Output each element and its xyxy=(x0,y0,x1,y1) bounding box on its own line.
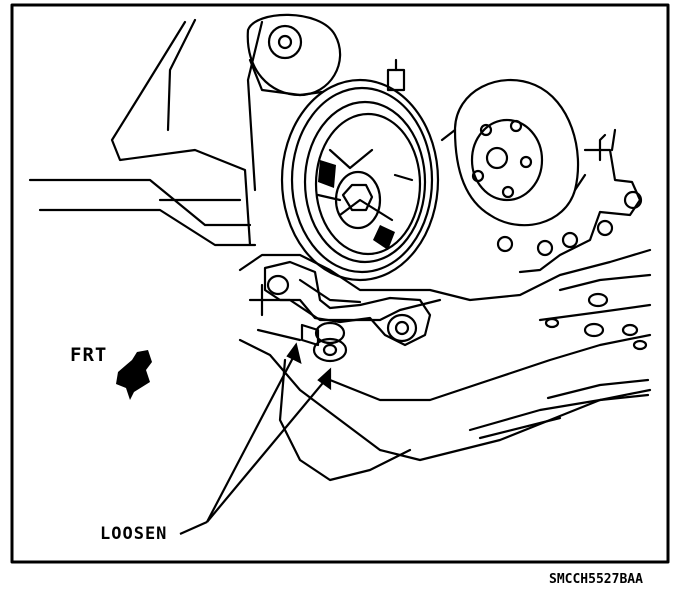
crankshaft-pulley xyxy=(280,78,440,282)
engine-mount-bracket xyxy=(263,260,432,363)
right-bracket xyxy=(496,128,643,274)
body-panel-lines xyxy=(28,18,264,247)
upper-bolt xyxy=(386,58,406,92)
front-label: FRT xyxy=(70,344,108,366)
right-pulley xyxy=(440,78,587,227)
front-direction-arrow-icon xyxy=(116,350,152,400)
loosen-leaders xyxy=(179,342,332,536)
diagram-frame xyxy=(10,3,670,564)
shading xyxy=(318,160,395,250)
upper-idler-pulley xyxy=(246,13,342,97)
loosen-label: LOOSEN xyxy=(100,524,168,544)
lower-cradle xyxy=(238,248,652,482)
figure-code: SMCCH5527BAA xyxy=(549,572,643,587)
